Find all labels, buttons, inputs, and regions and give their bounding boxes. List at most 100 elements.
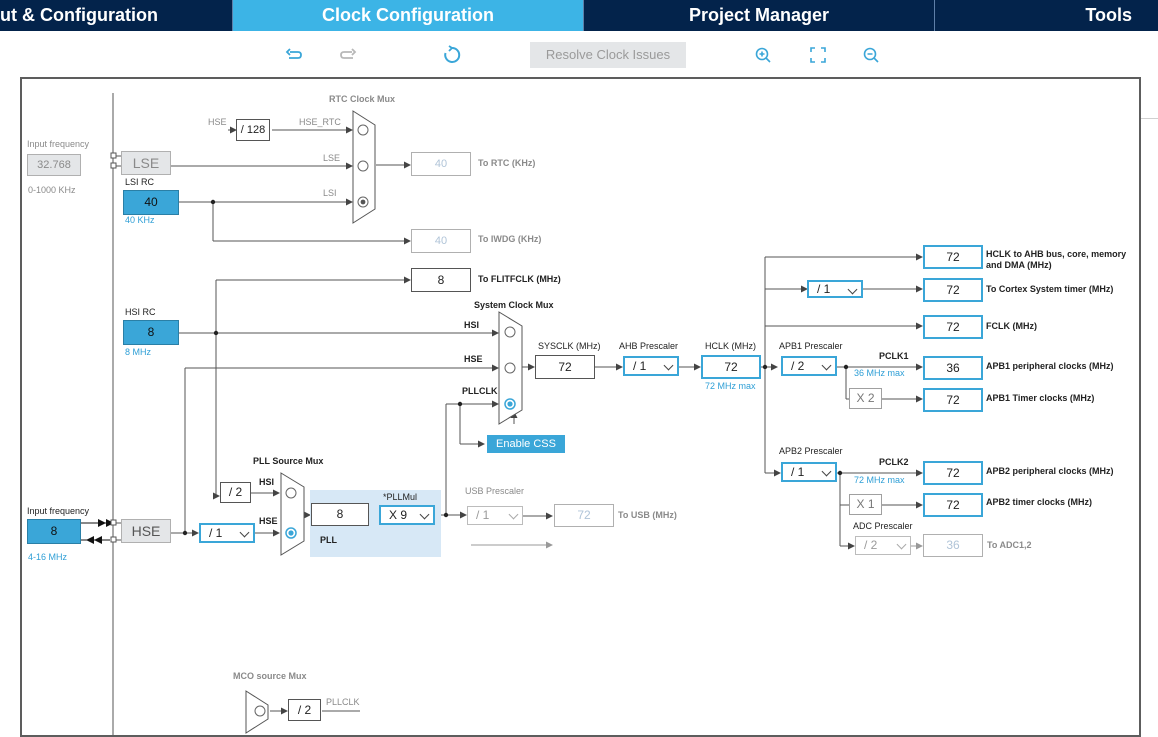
to-iwdg-value: 40: [411, 229, 471, 253]
chevron-down-icon: [821, 360, 832, 371]
tab-project-manager[interactable]: Project Manager: [584, 0, 935, 31]
hclk-value[interactable]: 72: [701, 355, 761, 379]
output-apb2-peripheral-label: APB2 peripheral clocks (MHz): [986, 466, 1114, 476]
hclk-label: HCLK (MHz): [705, 341, 756, 351]
hsi-rc-freq: 8 MHz: [125, 347, 152, 357]
output-apb2-timer-value[interactable]: 72: [923, 493, 983, 517]
output-cortex-timer-label: To Cortex System timer (MHz): [986, 284, 1114, 294]
lsi-rc-value[interactable]: 40: [123, 190, 179, 215]
sys-mux-hse-label: HSE: [464, 354, 483, 364]
adc-prescaler-label: ADC Prescaler: [853, 521, 913, 531]
apb1-timer-multiplier: X 2: [849, 388, 882, 409]
tab-pinout-configuration[interactable]: ut & Configuration: [0, 0, 233, 31]
to-rtc-value: 40: [411, 152, 471, 176]
output-apb1-peripheral-value[interactable]: 36: [923, 356, 983, 380]
undo-icon[interactable]: [282, 44, 306, 66]
zoom-in-icon[interactable]: [752, 44, 776, 66]
output-fclk-value[interactable]: 72: [923, 315, 983, 339]
apb1-prescaler-value: / 2: [791, 359, 805, 373]
apb1-max: 36 MHz max: [854, 368, 905, 378]
apb2-max: 72 MHz max: [854, 475, 905, 485]
cortex-timer-divider-select[interactable]: / 1: [807, 280, 863, 298]
redo-icon[interactable]: [336, 44, 360, 66]
chevron-down-icon: [419, 509, 430, 520]
rtc-mux-lsi: LSI: [323, 188, 337, 198]
lse-input-caption: Input frequency: [27, 139, 90, 149]
resolve-clock-issues-button[interactable]: Resolve Clock Issues: [530, 42, 686, 68]
output-apb1-timer-value[interactable]: 72: [923, 388, 983, 412]
tab-tools[interactable]: Tools: [1085, 5, 1132, 25]
pll-multiplier-value: X 9: [389, 508, 408, 522]
pll-source-mux-title: PLL Source Mux: [253, 456, 324, 466]
pclk2-label: PCLK2: [879, 457, 909, 467]
usb-prescaler-select[interactable]: / 1: [467, 506, 523, 525]
rtc-mux-title: RTC Clock Mux: [329, 94, 396, 104]
sys-mux-hsi-label: HSI: [464, 320, 480, 330]
output-hclk-ahb-label: HCLK to AHB bus, core, memory and DMA (M…: [986, 249, 1127, 270]
rtc-mux-hse-rtc: HSE_RTC: [299, 117, 341, 127]
to-rtc-label: To RTC (KHz): [478, 158, 536, 168]
cortex-timer-divider-value: / 1: [817, 282, 831, 296]
to-iwdg-label: To IWDG (KHz): [478, 234, 542, 244]
chevron-down-icon: [821, 466, 832, 477]
rtc-mux-lse: LSE: [323, 153, 341, 163]
tab-clock-configuration[interactable]: Clock Configuration: [233, 0, 584, 31]
apb1-prescaler-select[interactable]: / 2: [781, 356, 837, 376]
apb2-prescaler-value: / 1: [791, 465, 805, 479]
output-apb2-timer-label: APB2 timer clocks (MHz): [986, 497, 1093, 507]
pll-hsi-divider: / 2: [220, 482, 251, 503]
chevron-down-icon: [896, 539, 907, 550]
apb2-prescaler-label: APB2 Prescaler: [779, 446, 843, 456]
pll-multiplier-select[interactable]: X 9: [379, 505, 435, 525]
hsi-rc-value[interactable]: 8: [123, 320, 179, 345]
divider: [1141, 118, 1158, 119]
apb2-prescaler-select[interactable]: / 1: [781, 462, 837, 482]
pll-hse-divider-select[interactable]: / 1: [199, 523, 255, 543]
to-flitfclk-value: 8: [411, 268, 471, 292]
sysclk-label: SYSCLK (MHz): [538, 341, 601, 351]
to-adc-value: 36: [923, 534, 983, 557]
hse-input-caption: Input frequency: [27, 506, 90, 516]
system-clock-mux-title: System Clock Mux: [474, 300, 554, 310]
rtc-mux-hse-in: HSE: [208, 117, 227, 127]
pll-mul-label: *PLLMul: [383, 492, 418, 502]
chevron-down-icon: [239, 527, 250, 538]
lse-oscillator[interactable]: LSE: [121, 151, 171, 175]
lsi-rc-freq: 40 KHz: [125, 215, 155, 225]
pclk1-label: PCLK1: [879, 351, 909, 361]
fit-screen-icon[interactable]: [806, 44, 830, 66]
zoom-out-icon[interactable]: [860, 44, 884, 66]
chevron-down-icon: [663, 360, 674, 371]
sys-mux-pllclk-label: PLLCLK: [462, 386, 498, 396]
lse-input-frequency[interactable]: 32.768: [27, 154, 81, 176]
output-apb1-timer-label: APB1 Timer clocks (MHz): [986, 393, 1095, 403]
output-apb2-peripheral-value[interactable]: 72: [923, 461, 983, 485]
output-hclk-ahb-value[interactable]: 72: [923, 245, 983, 269]
chevron-down-icon: [508, 509, 519, 520]
ahb-prescaler-value: / 1: [633, 359, 647, 373]
output-cortex-timer-value[interactable]: 72: [923, 278, 983, 302]
hse-input-frequency[interactable]: 8: [27, 519, 81, 544]
mco-pllclk-label: PLLCLK: [326, 697, 360, 707]
apb2-timer-multiplier: X 1: [849, 494, 882, 515]
adc-prescaler-select[interactable]: / 2: [855, 536, 911, 555]
pll-src-hse-label: HSE: [259, 516, 278, 526]
refresh-icon[interactable]: [440, 44, 464, 66]
enable-css-button[interactable]: Enable CSS: [487, 435, 565, 453]
to-usb-label: To USB (MHz): [618, 510, 677, 520]
to-flitfclk-label: To FLITFCLK (MHz): [478, 274, 561, 284]
hclk-max: 72 MHz max: [705, 381, 756, 391]
mco-source-mux-title: MCO source Mux: [233, 671, 307, 681]
usb-prescaler-value: / 1: [476, 508, 490, 522]
pll-hse-divider-value: / 1: [209, 526, 223, 540]
output-fclk-label: FCLK (MHz): [986, 321, 1037, 331]
to-usb-value: 72: [554, 504, 614, 527]
hse-input-range: 4-16 MHz: [28, 552, 68, 562]
hse-oscillator[interactable]: HSE: [121, 519, 171, 543]
sysclk-value: 72: [535, 355, 595, 379]
ahb-prescaler-select[interactable]: / 1: [623, 356, 679, 376]
lsi-rc-title: LSI RC: [125, 177, 155, 187]
output-apb1-peripheral-label: APB1 peripheral clocks (MHz): [986, 361, 1114, 371]
clock-tree-canvas: Input frequency 32.768 0-1000 KHz LSE LS…: [20, 77, 1141, 737]
top-tab-bar: ut & Configuration Clock Configuration P…: [0, 0, 1158, 31]
